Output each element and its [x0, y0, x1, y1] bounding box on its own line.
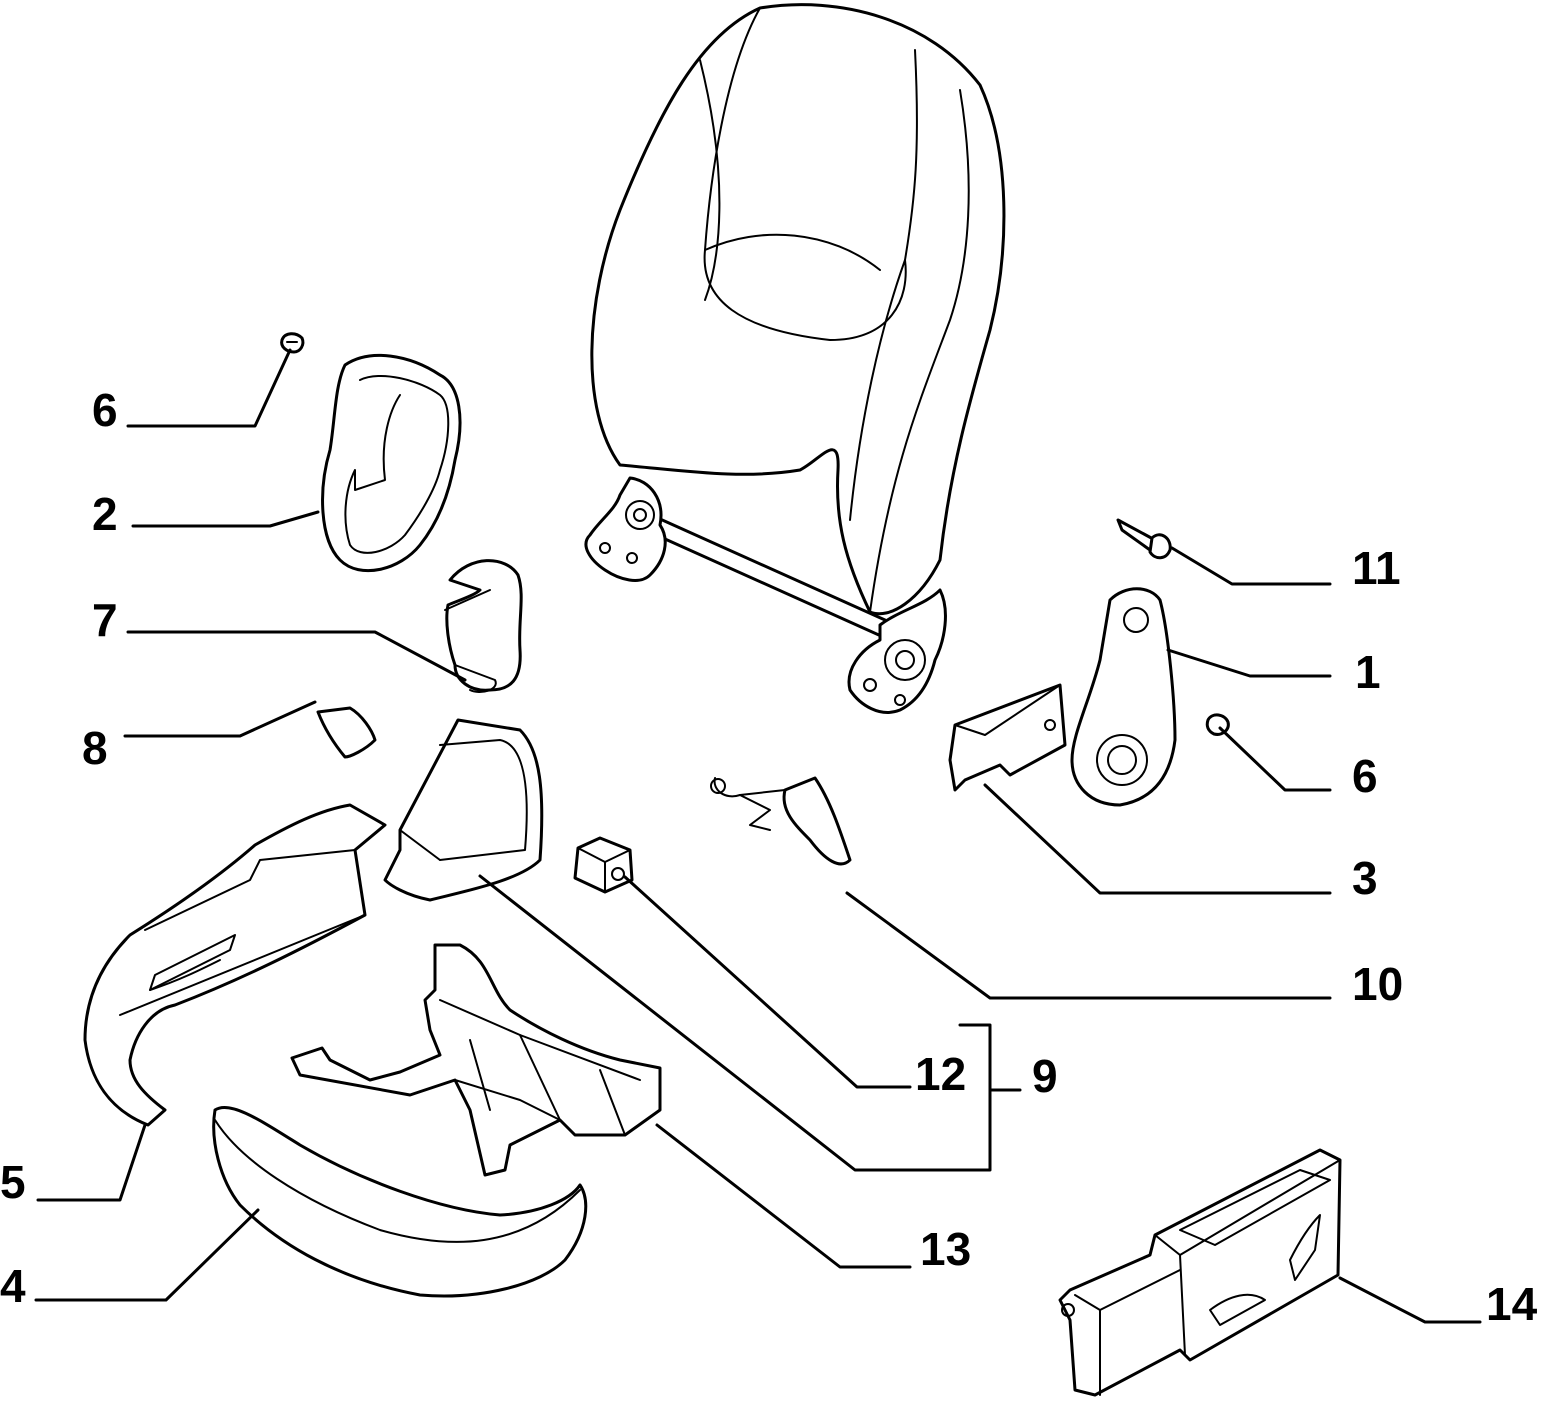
callout-1: 1 [1355, 646, 1381, 698]
callout-14: 14 [1486, 1278, 1538, 1330]
callout-8: 8 [82, 722, 108, 774]
seat-backrest [590, 3, 1006, 616]
leader-13-block [478, 874, 992, 1172]
right-hinge-plate [847, 588, 947, 714]
leader-14 [1338, 1276, 1482, 1324]
leader-3 [983, 783, 1332, 895]
part-5-side-trim [83, 803, 387, 1127]
part-2-hinge-cover [321, 353, 462, 573]
part-8-pad [316, 706, 377, 759]
callout-9: 9 [1032, 1050, 1058, 1102]
callout-10: 10 [1352, 958, 1403, 1010]
leader-2 [131, 510, 320, 528]
leader-12 [623, 875, 912, 1089]
part-13-frame-bracket [290, 943, 662, 1177]
leader-13-bracket [655, 1123, 912, 1269]
leader-6-left [126, 348, 292, 428]
callout-12: 12 [915, 1048, 966, 1100]
part-4-front-trim [212, 1105, 588, 1298]
part-1-hinge-cap [1070, 587, 1177, 807]
callout-2: 2 [92, 488, 118, 540]
callout-4: 4 [0, 1260, 26, 1312]
leader-4 [34, 1208, 260, 1302]
part-3-plate [948, 683, 1067, 792]
leader-11 [1170, 546, 1332, 586]
leader-lines [34, 348, 1482, 1324]
part-10-lever [710, 776, 852, 866]
leader-7 [126, 630, 467, 682]
leader-6-right [1218, 726, 1332, 792]
callout-11: 11 [1352, 542, 1401, 594]
leader-10 [845, 891, 1332, 1000]
callout-7: 7 [92, 594, 118, 646]
part-14-control-panel [1058, 1148, 1342, 1397]
left-hinge-plate [584, 476, 667, 582]
leader-1 [1166, 648, 1332, 678]
callout-13: 13 [920, 1223, 971, 1275]
callout-3: 3 [1352, 852, 1378, 904]
callout-5: 5 [0, 1156, 26, 1208]
callout-6-left: 6 [92, 384, 118, 436]
leader-5 [36, 1123, 147, 1202]
callout-6-right: 6 [1352, 750, 1378, 802]
part-6-clip-left [280, 332, 305, 354]
callouts: 6 2 7 8 5 4 11 1 6 3 10 12 9 13 14 [0, 384, 1538, 1330]
part-11-screw [1116, 518, 1172, 560]
leader-8 [123, 700, 317, 738]
part-12-cube [573, 836, 634, 894]
part-7-bracket [444, 559, 523, 693]
part-13-cover-block [383, 718, 544, 902]
